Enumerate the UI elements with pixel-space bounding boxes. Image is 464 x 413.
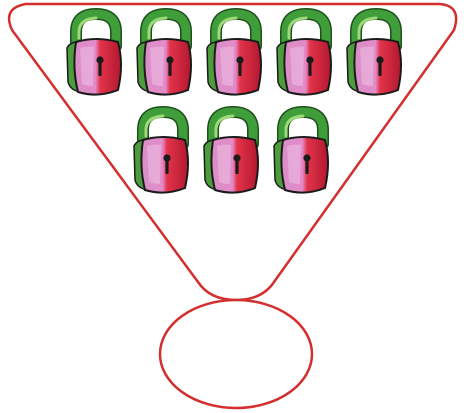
padlock-icon (274, 112, 328, 193)
padlock-icon (67, 14, 121, 95)
padlock-icon (134, 112, 188, 193)
padlock-icon (277, 14, 331, 95)
padlock-icon (207, 14, 261, 95)
padlock-icon (137, 14, 191, 95)
answer-value (160, 300, 312, 408)
padlock-icon (204, 112, 258, 193)
padlock-icon (347, 14, 401, 95)
